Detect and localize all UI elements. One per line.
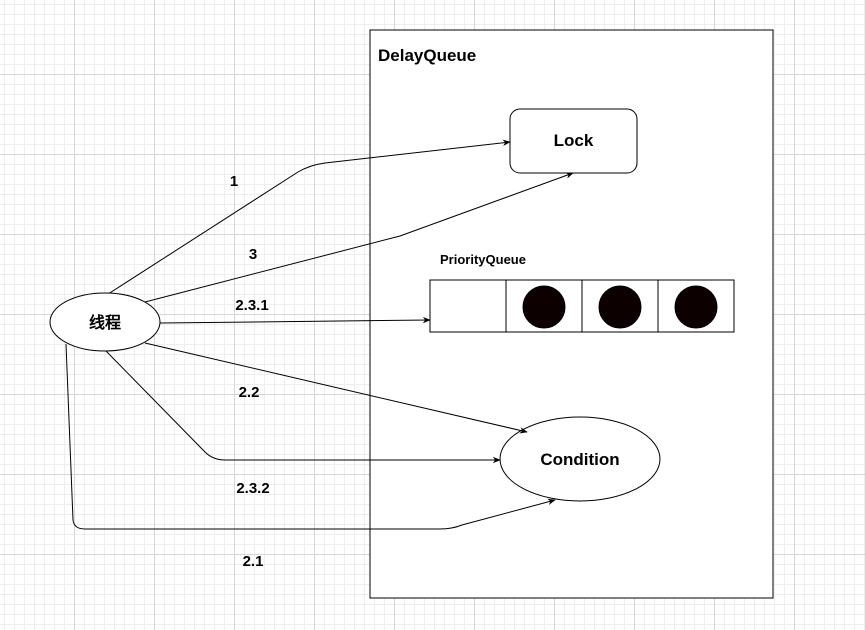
edge-1-path[interactable] <box>104 139 511 297</box>
priority-queue-element <box>522 285 566 329</box>
priority-queue-label: PriorityQueue <box>440 252 526 267</box>
priority-queue[interactable] <box>429 279 735 333</box>
edge-2-2-label: 2.2 <box>239 384 260 401</box>
delayqueue-title: DelayQueue <box>378 46 476 65</box>
condition-label: Condition <box>540 450 619 469</box>
priority-queue-slot[interactable] <box>429 279 507 333</box>
edges <box>65 139 574 530</box>
edge-3-path[interactable] <box>144 172 574 303</box>
edge-2-3-2-path[interactable] <box>104 349 501 464</box>
edge-3-label: 3 <box>249 246 257 263</box>
edge-2-2-path[interactable] <box>144 342 528 434</box>
edge-1-label: 1 <box>230 173 238 190</box>
edge-2-1-path[interactable] <box>65 343 556 530</box>
edge-2-3-2-label: 2.3.2 <box>236 480 269 497</box>
priority-queue-element <box>598 285 642 329</box>
thread-label: 线程 <box>89 313 121 332</box>
edge-2-3-1-label: 2.3.1 <box>235 297 268 314</box>
thread-node[interactable] <box>49 292 161 352</box>
edge-2-3-1-path[interactable] <box>159 316 431 324</box>
lock-label: Lock <box>554 131 594 150</box>
edge-2-1-label: 2.1 <box>243 553 264 570</box>
priority-queue-element <box>674 285 718 329</box>
